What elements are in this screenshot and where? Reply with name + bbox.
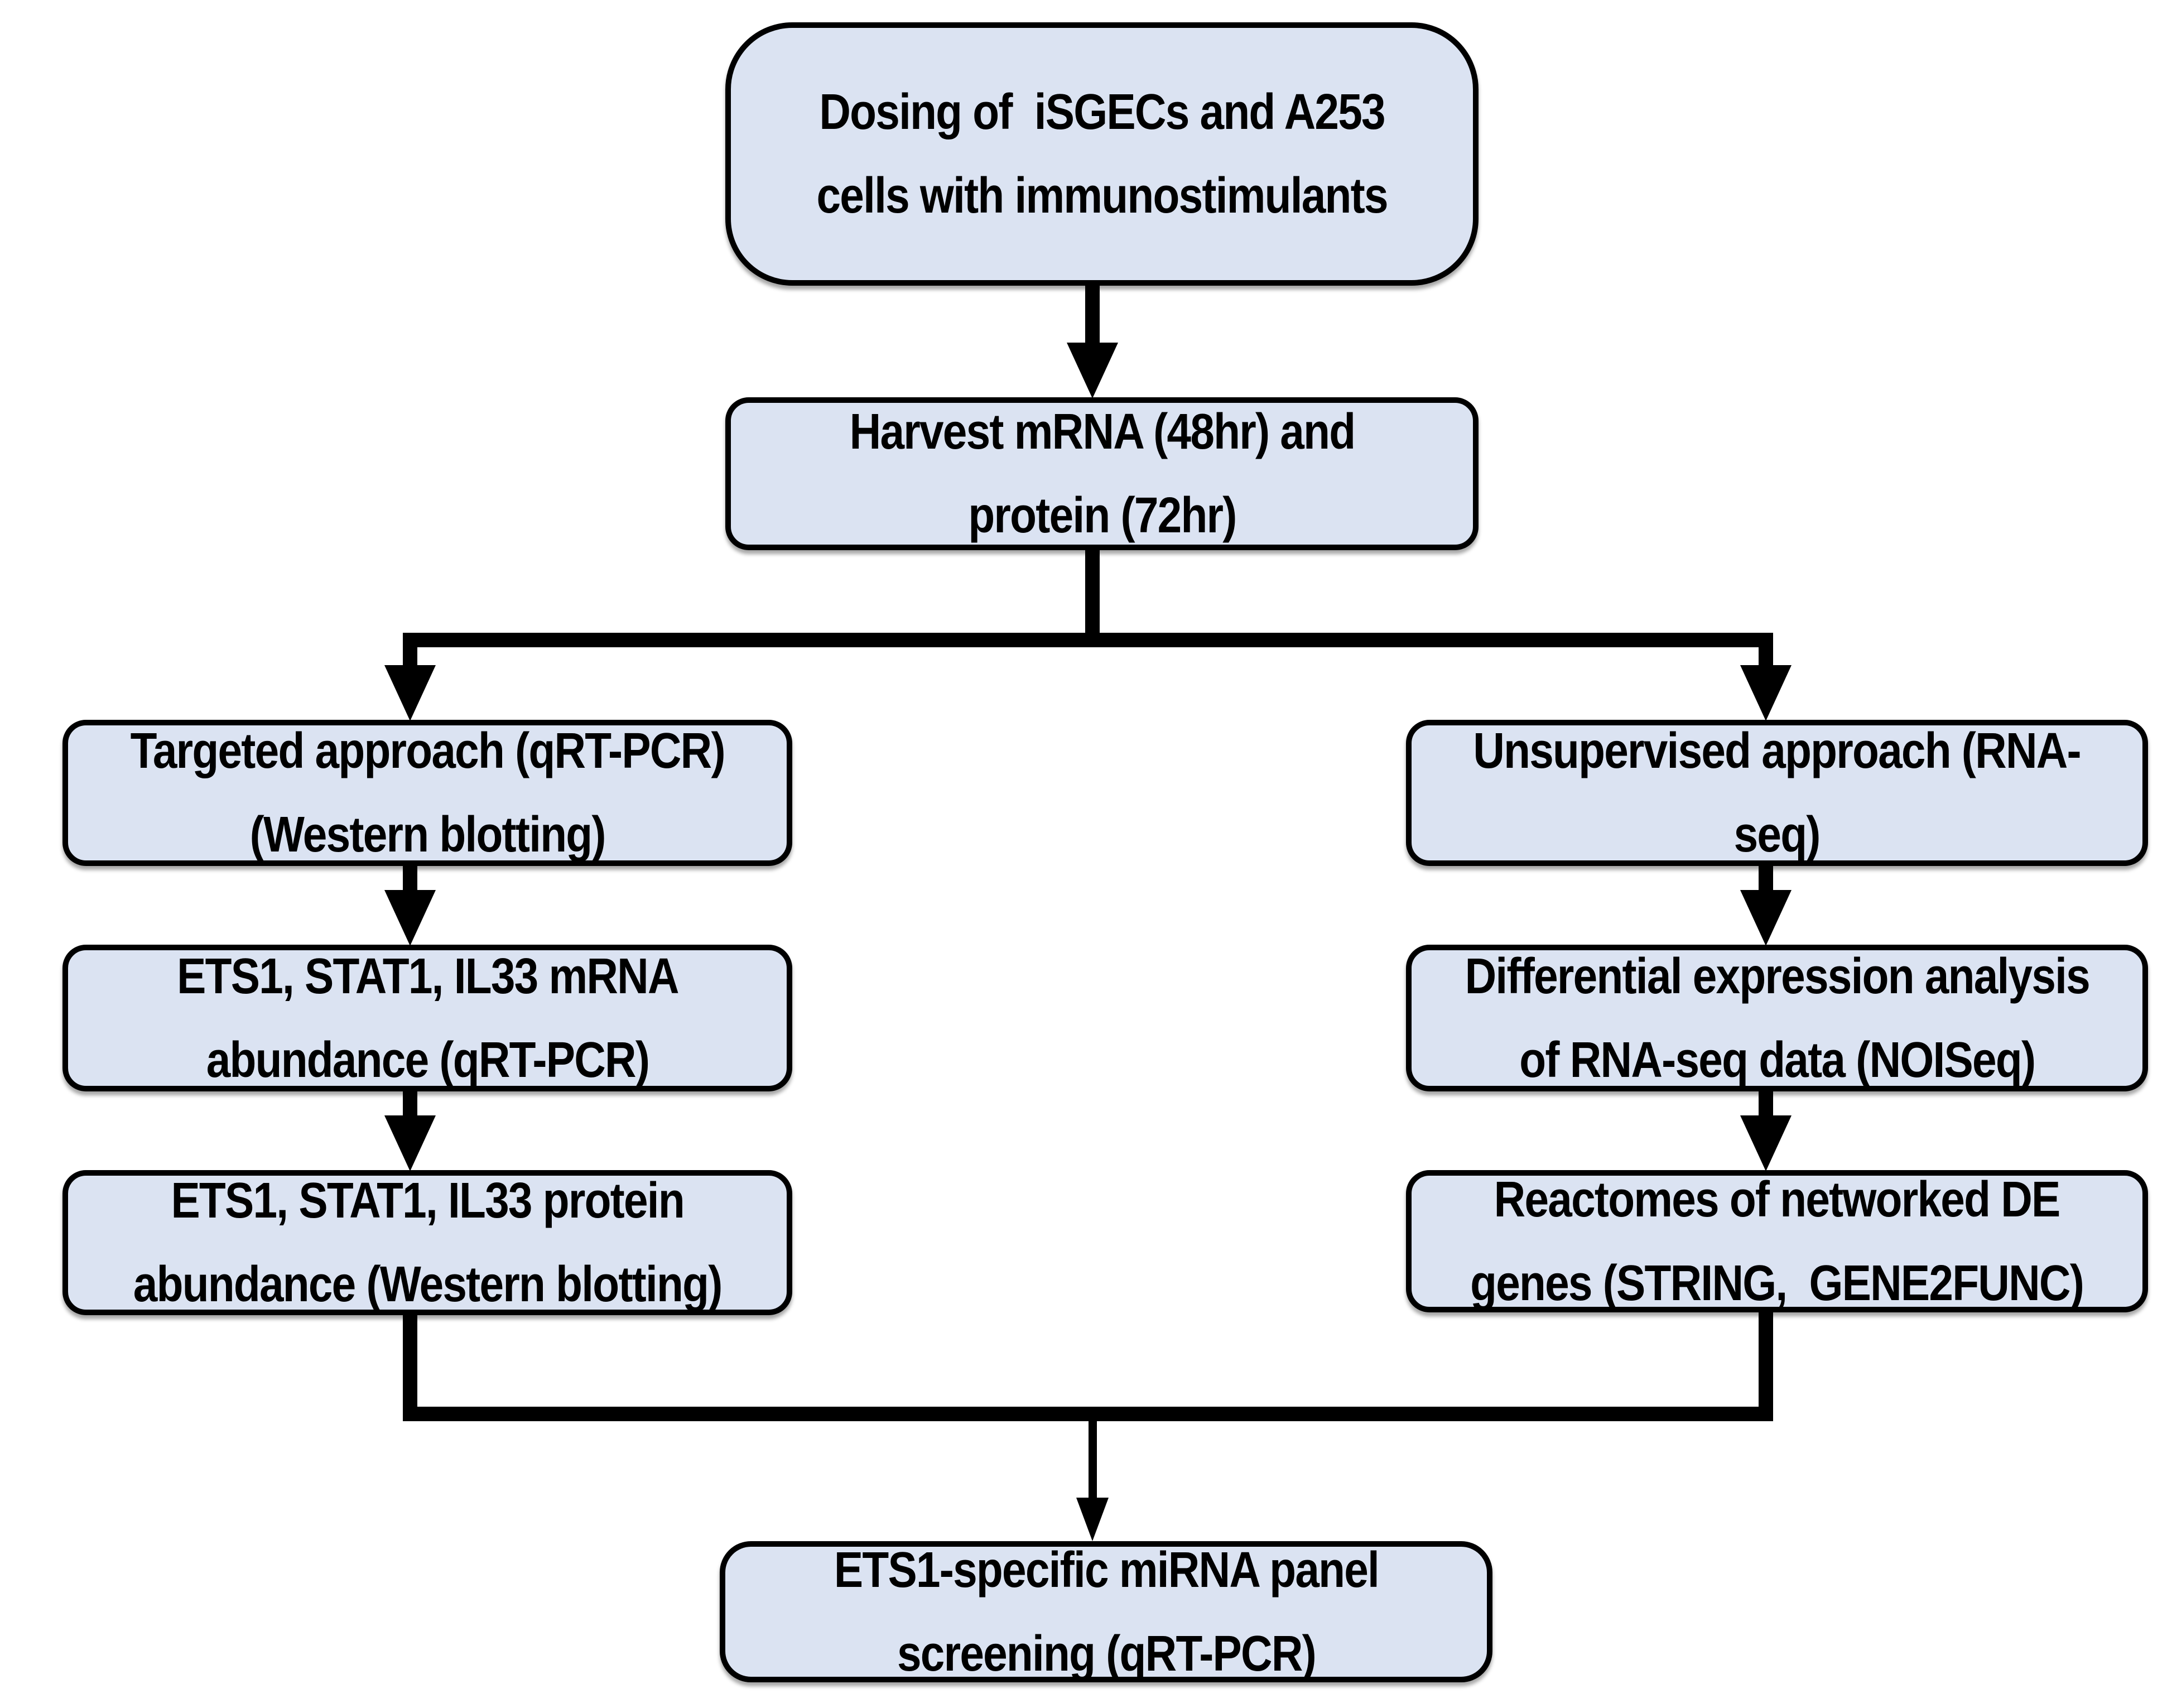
flow-node-line: Dosing of iSGECs and A253	[819, 84, 1385, 140]
arrowhead-branch-unsupervised	[1740, 665, 1792, 721]
flow-node-line: Harvest mRNA (48hr) and	[849, 404, 1355, 460]
connector-reactomes-converge	[1759, 1311, 1773, 1421]
connector-converge-mirna	[1089, 1421, 1097, 1500]
arrowhead-dosing-harvest	[1067, 343, 1118, 398]
flow-node-line: Unsupervised approach (RNA-	[1473, 723, 2082, 779]
flow-node-dosing-text: Dosing of iSGECs and A253 cells with imm…	[816, 70, 1388, 238]
flow-node-line: ETS1, STAT1, IL33 mRNA	[176, 948, 679, 1004]
connector-dosing-harvest	[1085, 282, 1100, 346]
arrowhead-mrna-protein	[384, 1115, 436, 1171]
flow-node-reactomes-text: Reactomes of networked DE genes (STRING,…	[1470, 1158, 2085, 1325]
flow-node-line: ETS1-specific miRNA panel	[834, 1542, 1379, 1598]
arrowhead-converge-mirna	[1076, 1498, 1109, 1541]
flow-node-harvest: Harvest mRNA (48hr) and protein (72hr)	[725, 397, 1479, 550]
flow-node-mirna-panel-text: ETS1-specific miRNA panel screening (qRT…	[834, 1528, 1379, 1696]
flow-node-dosing: Dosing of iSGECs and A253 cells with imm…	[725, 22, 1479, 286]
flow-node-line: abundance (qRT-PCR)	[206, 1032, 649, 1088]
flow-node-harvest-text: Harvest mRNA (48hr) and protein (72hr)	[849, 390, 1355, 557]
flow-node-differential-expression: Differential expression analysis of RNA-…	[1406, 945, 2148, 1091]
flow-node-line: genes (STRING, GENE2FUNC)	[1470, 1255, 2085, 1311]
connector-diffexp-reactomes	[1759, 1090, 1773, 1117]
connector-mrna-protein	[403, 1090, 417, 1117]
flow-node-protein-abundance-text: ETS1, STAT1, IL33 protein abundance (Wes…	[133, 1159, 723, 1326]
arrowhead-diffexp-reactomes	[1740, 1115, 1792, 1171]
flow-node-mrna-abundance: ETS1, STAT1, IL33 mRNA abundance (qRT-PC…	[62, 945, 792, 1091]
connector-protein-converge	[403, 1314, 417, 1421]
flow-node-line: Targeted approach (qRT-PCR)	[130, 723, 725, 779]
flow-node-differential-expression-text: Differential expression analysis of RNA-…	[1465, 935, 2090, 1102]
converge-line-bottom	[403, 1407, 1773, 1421]
flow-node-targeted-approach-text: Targeted approach (qRT-PCR) (Western blo…	[130, 709, 725, 877]
arrowhead-unsupervised-diffexp	[1740, 890, 1792, 946]
flow-node-reactomes: Reactomes of networked DE genes (STRING,…	[1406, 1170, 2148, 1312]
flow-node-unsupervised-approach: Unsupervised approach (RNA- seq)	[1406, 720, 2148, 866]
flow-node-line: ETS1, STAT1, IL33 protein	[171, 1173, 685, 1229]
arrowhead-branch-targeted	[384, 665, 436, 721]
connector-unsupervised-diffexp	[1759, 865, 1773, 894]
branch-line-top	[403, 633, 1773, 647]
flow-node-unsupervised-approach-text: Unsupervised approach (RNA- seq)	[1473, 709, 2082, 877]
arrowhead-targeted-mrna	[384, 890, 436, 946]
flow-node-line: of RNA-seq data (NOISeq)	[1519, 1032, 2036, 1088]
connector-targeted-mrna	[403, 865, 417, 894]
flow-node-line: cells with immunostimulants	[816, 168, 1388, 224]
flow-node-line: Reactomes of networked DE	[1494, 1171, 2061, 1228]
flow-node-mirna-panel: ETS1-specific miRNA panel screening (qRT…	[720, 1541, 1492, 1682]
flow-node-line: protein (72hr)	[967, 488, 1237, 543]
flow-node-protein-abundance: ETS1, STAT1, IL33 protein abundance (Wes…	[62, 1170, 792, 1315]
flow-node-line: abundance (Western blotting)	[133, 1257, 723, 1312]
flow-node-targeted-approach: Targeted approach (qRT-PCR) (Western blo…	[62, 720, 792, 866]
flow-node-line: screening (qRT-PCR)	[897, 1625, 1316, 1682]
flow-node-mrna-abundance-text: ETS1, STAT1, IL33 mRNA abundance (qRT-PC…	[176, 935, 679, 1102]
flow-node-line: seq)	[1733, 807, 1821, 863]
flow-node-line: (Western blotting)	[249, 807, 606, 863]
connector-harvest-branch	[1085, 547, 1100, 636]
flow-node-line: Differential expression analysis	[1465, 948, 2090, 1004]
